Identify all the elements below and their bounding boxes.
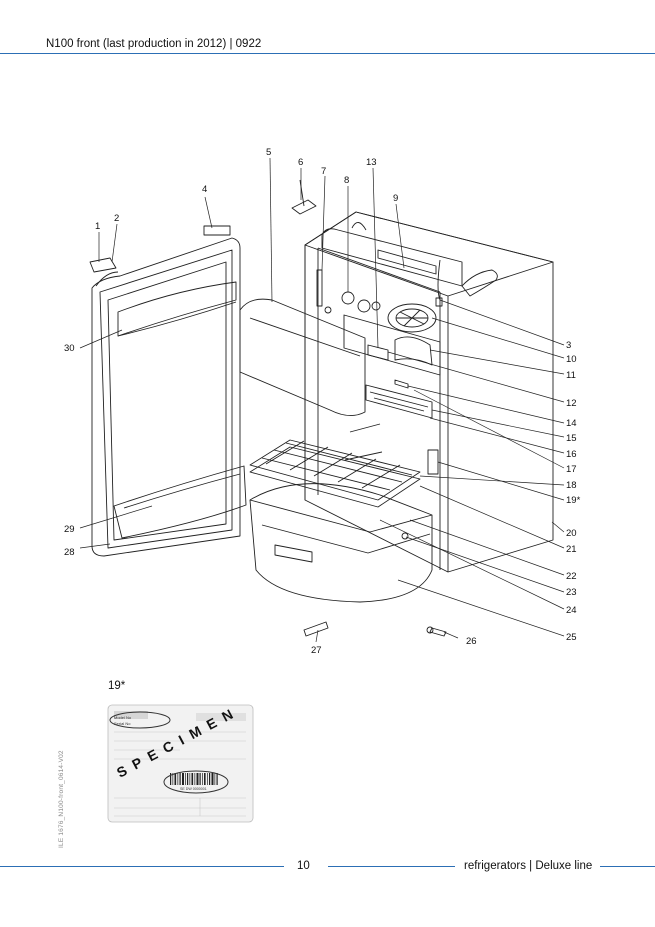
callout-13: 13 <box>366 157 377 168</box>
callout-8: 8 <box>344 175 349 186</box>
callout-21: 21 <box>566 544 577 555</box>
page-number: 10 <box>297 860 310 872</box>
specimen-label: 19* <box>108 680 126 692</box>
plate-model-line: Model No <box>114 715 132 720</box>
callout-16: 16 <box>566 449 577 460</box>
plate-serial-line: Serial No <box>114 721 131 726</box>
drawing-code: ILE 1676_N100-front_0614-V02 <box>58 750 65 848</box>
cabinet-drawing <box>304 211 554 573</box>
callout-12: 12 <box>566 398 577 409</box>
header-rule <box>0 53 655 54</box>
callout-29: 29 <box>64 524 75 535</box>
door-drawing <box>89 225 247 557</box>
footer-rule-mid <box>328 866 455 867</box>
fan-drawing <box>387 303 437 366</box>
callout-30: 30 <box>64 343 75 354</box>
small-parts-drawing <box>291 179 447 637</box>
callout-9: 9 <box>393 193 398 204</box>
callout-4: 4 <box>202 184 207 195</box>
callout-23: 23 <box>566 587 577 598</box>
callout-19: 19* <box>566 495 581 506</box>
callout-24: 24 <box>566 605 577 616</box>
footer-text: refrigerators | Deluxe line <box>464 860 593 872</box>
callout-10: 10 <box>566 354 577 365</box>
freezer-compartment-drawing <box>239 298 366 416</box>
specimen-rating-plate: Model No Serial No SE DW 0000001 SPEC <box>107 702 254 823</box>
callout-28: 28 <box>64 547 75 558</box>
callout-3: 3 <box>566 340 571 351</box>
footer-rule-left <box>0 866 284 867</box>
callout-11: 11 <box>566 370 576 381</box>
callout-5: 5 <box>266 147 271 158</box>
plate-barcode <box>170 773 218 785</box>
wire-shelf-drawing <box>249 439 421 508</box>
callout-25: 25 <box>566 632 577 643</box>
callout-17: 17 <box>566 464 577 475</box>
plate-barcode-text: SE DW 0000001 <box>180 787 207 791</box>
callout-14: 14 <box>566 418 577 429</box>
callout-2: 2 <box>114 213 119 224</box>
callout-27: 27 <box>311 645 322 656</box>
leader-lines <box>79 157 565 643</box>
callout-7: 7 <box>321 166 326 177</box>
page-header-title: N100 front (last production in 2012) | 0… <box>46 38 262 50</box>
callout-15: 15 <box>566 433 577 444</box>
callout-numbers: 1 2 4 5 6 7 8 13 9 3 10 11 12 14 15 16 1… <box>64 147 581 656</box>
callout-1: 1 <box>95 221 100 232</box>
callout-22: 22 <box>566 571 577 582</box>
footer-rule-right <box>600 866 655 867</box>
callout-26: 26 <box>466 636 477 647</box>
callout-6: 6 <box>298 157 303 168</box>
callout-20: 20 <box>566 528 577 539</box>
callout-18: 18 <box>566 480 577 491</box>
